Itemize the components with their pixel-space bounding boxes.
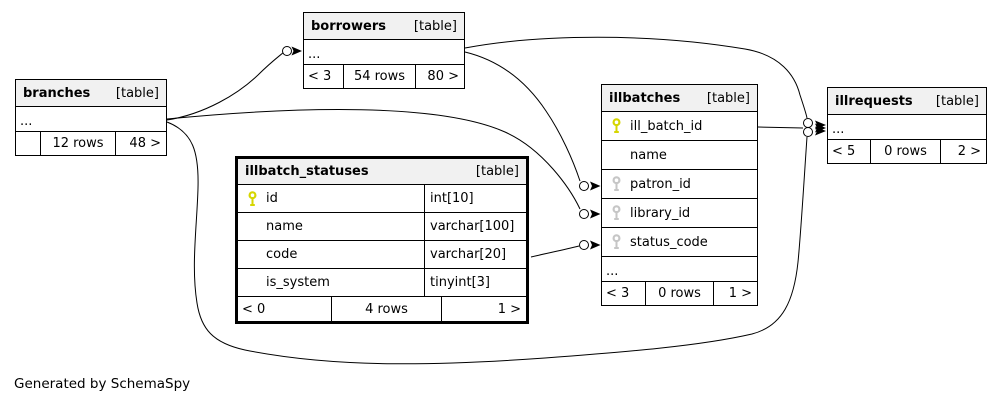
relationship-arrowhead [815, 120, 826, 130]
table-footer: < 0 4 rows 1 > [238, 297, 526, 321]
column-name: status_code [630, 234, 708, 250]
relationship-endpoint-circle [579, 240, 589, 250]
row-count: 54 rows [344, 65, 416, 88]
table-node-illbatch-statuses[interactable]: illbatch_statuses [table] id int[10] nam… [235, 156, 529, 324]
table-header: illbatches [table] [602, 85, 757, 112]
column-name: library_id [630, 205, 691, 221]
row-count: 0 rows [871, 140, 941, 163]
relationship-arrowhead [590, 181, 601, 191]
pager-next[interactable]: 1 > [728, 286, 752, 301]
column-name: is_system [266, 275, 330, 290]
pager-prev[interactable]: < 3 [602, 282, 646, 305]
table-node-illbatches[interactable]: illbatches [table] ill_batch_id name pat… [601, 84, 758, 306]
table-header: branches [table] [16, 80, 166, 107]
hidden-columns-ellipsis: ... [16, 107, 166, 132]
table-header: illbatch_statuses [table] [238, 159, 526, 185]
generator-note: Generated by SchemaSpy [14, 376, 191, 392]
hidden-columns-ellipsis: ... [602, 257, 757, 282]
pager-next[interactable]: 80 > [427, 69, 459, 84]
table-name-link[interactable]: illrequests [835, 93, 913, 109]
pager-prev [16, 132, 41, 155]
table-header: borrowers [table] [304, 13, 464, 40]
table-type-label: [table] [706, 90, 750, 106]
relationship-illbatch-statuses-code-illbatches-status-code [530, 245, 580, 258]
relationship-endpoint-circle [579, 209, 589, 219]
column-name-cell: code [238, 241, 424, 268]
column-row-status-code: status_code [602, 228, 757, 257]
relationship-arrowhead [291, 46, 302, 56]
column-name-cell: name [238, 213, 424, 240]
table-type-label: [table] [413, 18, 457, 34]
pager-prev[interactable]: < 3 [304, 65, 344, 88]
relationship-arrowhead [590, 240, 601, 250]
table-type-label: [table] [475, 164, 519, 179]
pager-next[interactable]: 1 > [497, 301, 521, 317]
table-footer: < 5 0 rows 2 > [828, 140, 986, 163]
table-name-link[interactable]: illbatch_statuses [245, 164, 369, 179]
column-row-code: code varchar[20] [238, 241, 526, 269]
column-row-ill-batch-id: ill_batch_id [602, 112, 757, 141]
table-node-branches[interactable]: branches [table] ... 12 rows 48 > [15, 79, 167, 156]
primary-key-icon [611, 118, 622, 134]
column-row-patron-id: patron_id [602, 170, 757, 199]
pager-next[interactable]: 2 > [957, 144, 981, 159]
column-type: int[10] [424, 185, 526, 212]
pager-prev[interactable]: < 0 [238, 297, 332, 321]
table-name-link[interactable]: illbatches [609, 90, 681, 106]
column-name-cell: is_system [238, 269, 424, 296]
row-count: 4 rows [332, 297, 442, 321]
column-row-id: id int[10] [238, 185, 526, 213]
row-count: 12 rows [41, 132, 116, 155]
table-footer: 12 rows 48 > [16, 132, 166, 155]
row-count: 0 rows [646, 282, 714, 305]
hidden-columns-ellipsis: ... [828, 115, 986, 140]
column-name-cell: id [238, 185, 424, 212]
table-name-link[interactable]: branches [23, 85, 91, 101]
column-row-library-id: library_id [602, 199, 757, 228]
column-row-name: name varchar[100] [238, 213, 526, 241]
column-name: name [630, 147, 667, 163]
column-name: name [266, 219, 303, 234]
column-name: ill_batch_id [630, 118, 703, 134]
table-header: illrequests [table] [828, 88, 986, 115]
column-row-is-system: is_system tinyint[3] [238, 269, 526, 297]
relationship-arrowhead [815, 123, 826, 133]
column-row-name: name [602, 141, 757, 170]
primary-key-icon [247, 190, 258, 207]
table-node-borrowers[interactable]: borrowers [table] ... < 3 54 rows 80 > [303, 12, 465, 89]
relationship-arrowhead [815, 126, 826, 136]
pager-prev[interactable]: < 5 [828, 140, 871, 163]
table-type-label: [table] [935, 93, 979, 109]
table-name-link[interactable]: borrowers [311, 18, 386, 34]
relationship-endpoint-circle [803, 118, 813, 128]
relationship-arrowhead [590, 209, 601, 219]
relationship-endpoint-circle [803, 127, 813, 137]
hidden-columns-ellipsis: ... [304, 40, 464, 65]
column-name: code [266, 247, 298, 262]
column-name: id [266, 191, 278, 206]
table-type-label: [table] [115, 85, 159, 101]
table-footer: < 3 0 rows 1 > [602, 282, 757, 305]
relationship-branches-borrowers [166, 51, 285, 121]
column-type: varchar[100] [424, 213, 526, 240]
foreign-key-icon [611, 176, 622, 192]
column-type: varchar[20] [424, 241, 526, 268]
table-node-illrequests[interactable]: illrequests [table] ... < 5 0 rows 2 > [827, 87, 987, 164]
foreign-key-icon [611, 234, 622, 250]
relationship-illbatches-illrequests [757, 126, 804, 129]
column-type: tinyint[3] [424, 269, 526, 296]
table-footer: < 3 54 rows 80 > [304, 65, 464, 88]
pager-next[interactable]: 48 > [129, 136, 161, 151]
relationship-endpoint-circle [579, 181, 589, 191]
foreign-key-icon [611, 205, 622, 221]
column-name: patron_id [630, 176, 691, 192]
relationship-endpoint-circle [282, 46, 292, 56]
